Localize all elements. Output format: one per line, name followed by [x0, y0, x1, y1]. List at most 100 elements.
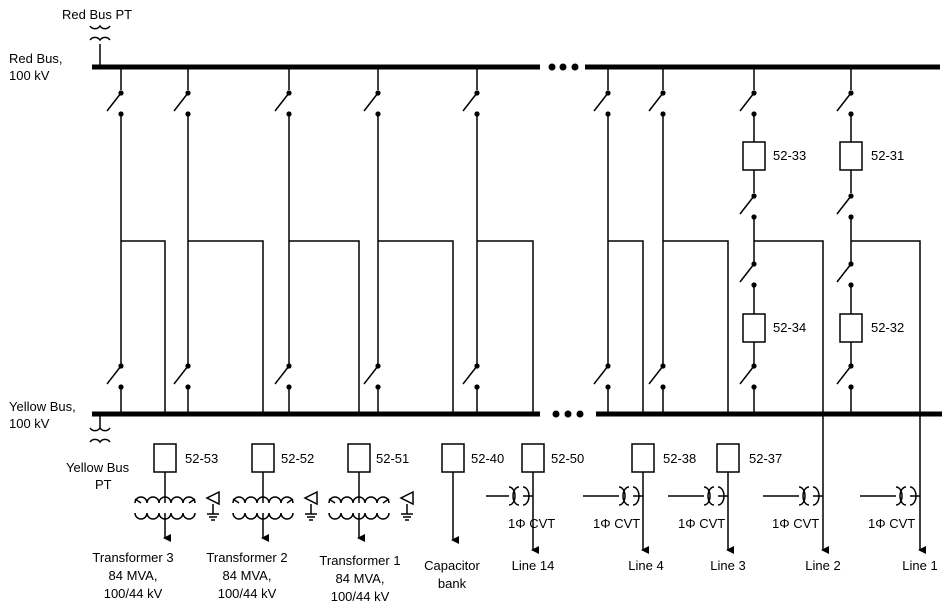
transformer-3-voltage: 100/44 kV	[104, 586, 163, 601]
feeder-tap-upper	[477, 240, 534, 414]
disconnect-switch	[739, 193, 757, 220]
capacitor-bank-label: Capacitor	[424, 558, 480, 573]
switch-blade	[836, 92, 852, 112]
breaker-label-52-50: 52-50	[551, 451, 584, 466]
switch-contact	[660, 111, 666, 117]
top-disconnect-switch	[173, 90, 191, 117]
bottom-disconnect-switch	[274, 363, 292, 390]
winding-lead	[328, 498, 336, 504]
switch-blade	[836, 195, 852, 215]
cvt-icon-line1	[860, 486, 920, 506]
primary-winding	[328, 496, 390, 504]
secondary-winding	[328, 512, 390, 520]
switch-blade	[836, 365, 852, 385]
winding-lead	[286, 498, 294, 504]
switch-blade	[836, 263, 852, 283]
switch-contact	[474, 111, 480, 117]
switch-contact	[660, 384, 666, 390]
bottom-disconnect-switch	[593, 363, 611, 390]
yellow-bus-pt-label-2: PT	[95, 477, 112, 492]
breaker-52-34	[742, 313, 766, 343]
bottom-disconnect-switch	[106, 363, 124, 390]
yellow-bus-label: Yellow Bus,	[9, 399, 76, 414]
winding-lead	[232, 498, 240, 504]
transformer-1-name: Transformer 1	[319, 553, 400, 568]
pt-winding	[89, 426, 111, 432]
capacitor-bank-label-2: bank	[438, 576, 467, 591]
switch-contact	[751, 384, 757, 390]
winding-lead	[382, 498, 390, 504]
breaker-label-52-32: 52-32	[871, 320, 904, 335]
transformer-2-icon	[232, 496, 294, 520]
switch-blade	[106, 92, 122, 112]
breaker-label-52-37: 52-37	[749, 451, 782, 466]
red-bus-voltage: 100 kV	[9, 68, 50, 83]
cvt-icon-line2	[763, 486, 823, 506]
switch-blade	[648, 92, 664, 112]
yellow-bus-ellipsis	[552, 410, 584, 418]
breaker-52-32	[839, 313, 863, 343]
cvt-icon-line14	[486, 486, 533, 506]
feeder-tap-upper	[663, 240, 729, 414]
line-feeder	[754, 240, 824, 540]
transformer-3-name: Transformer 3	[92, 550, 173, 565]
transformer-2-rating: 84 MVA,	[223, 568, 272, 583]
line-4-label: Line 4	[628, 558, 663, 573]
transformer-3-icon	[134, 496, 196, 520]
feeder-tap-upper	[188, 240, 264, 414]
breaker-label-52-40: 52-40	[471, 451, 504, 466]
breaker-52-52	[251, 443, 275, 473]
cvt-label-line3: 1Φ CVT	[678, 516, 725, 531]
switch-contact	[375, 111, 381, 117]
feeder-tap-upper	[121, 240, 166, 414]
ground-icon-t2	[303, 490, 318, 521]
breaker-label-52-31: 52-31	[871, 148, 904, 163]
pt-winding	[89, 438, 111, 444]
breaker-label-52-34: 52-34	[773, 320, 806, 335]
top-disconnect-switch	[363, 90, 381, 117]
feeder-tap-upper	[289, 240, 360, 414]
line-14-label: Line 14	[512, 558, 555, 573]
switch-blade	[363, 92, 379, 112]
switch-contact	[605, 111, 611, 117]
switch-contact	[848, 214, 854, 220]
switch-blade	[173, 365, 189, 385]
winding-lead	[134, 498, 142, 504]
cvt-winding	[707, 486, 715, 506]
switch-contact	[848, 111, 854, 117]
transformer-1-rating: 84 MVA,	[336, 571, 385, 586]
feeder-tap-upper	[608, 240, 644, 414]
cvt-label-line4: 1Φ CVT	[593, 516, 640, 531]
switch-blade	[274, 365, 290, 385]
line-feeder	[851, 240, 921, 540]
switch-blade	[106, 365, 122, 385]
red-bus-ellipsis	[548, 63, 579, 71]
cvt-winding	[622, 486, 630, 506]
bottom-disconnect-switch	[462, 363, 480, 390]
switch-contact	[848, 282, 854, 288]
red-bus-label: Red Bus,	[9, 51, 62, 66]
breaker-label-52-38: 52-38	[663, 451, 696, 466]
yellow-bus-pt-label: Yellow Bus	[66, 460, 130, 475]
disconnect-switch	[739, 90, 757, 117]
breaker-52-53	[153, 443, 177, 473]
switch-contact	[118, 384, 124, 390]
switch-contact	[286, 111, 292, 117]
switch-blade	[462, 92, 478, 112]
breaker-52-33	[742, 141, 766, 171]
switch-blade	[739, 365, 755, 385]
relay-triangle	[399, 490, 414, 506]
disconnect-switch	[836, 193, 854, 220]
relay-triangle	[205, 490, 220, 506]
switch-blade	[593, 365, 609, 385]
switch-contact	[474, 384, 480, 390]
top-disconnect-switch	[648, 90, 666, 117]
primary-winding	[232, 496, 294, 504]
yellow-bus-pt-icon	[89, 426, 111, 444]
switch-blade	[648, 365, 664, 385]
switch-blade	[739, 92, 755, 112]
breaker-52-38	[631, 443, 655, 473]
line-2-label: Line 2	[805, 558, 840, 573]
switch-contact	[375, 384, 381, 390]
